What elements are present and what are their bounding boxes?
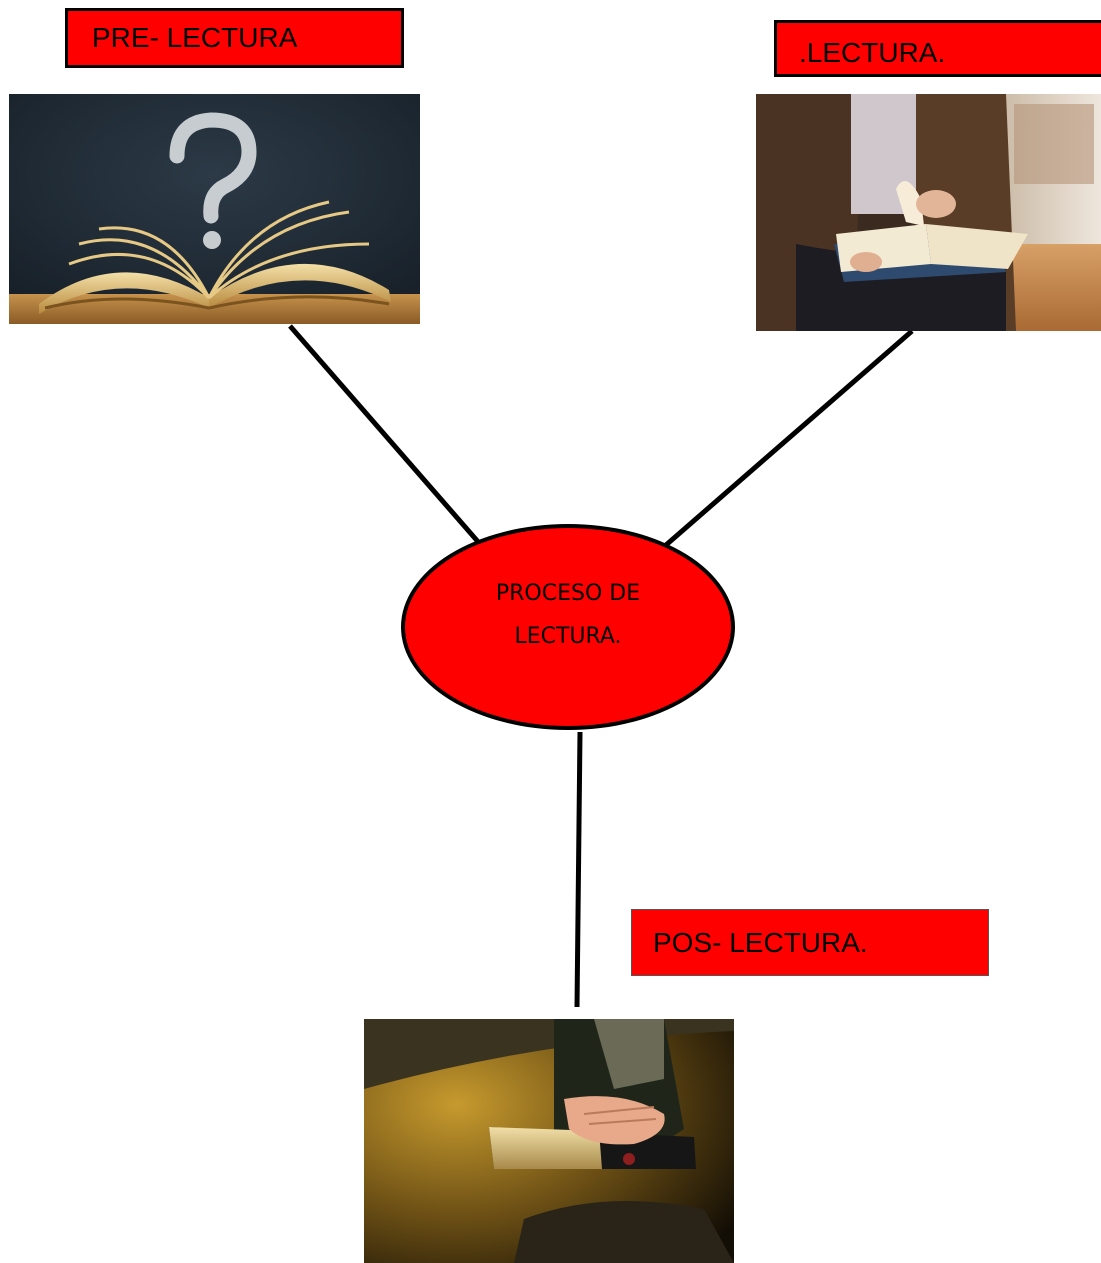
pre-lectura-text: PRE- LECTURA xyxy=(92,22,298,53)
proceso-de-lectura-node xyxy=(401,524,735,730)
lectura-label: .LECTURA. xyxy=(774,20,1101,77)
connector-pos-lectura xyxy=(574,731,583,1008)
connector-lectura xyxy=(664,329,914,547)
lectura-text: .LECTURA. xyxy=(799,36,946,68)
connector-pre-lectura xyxy=(288,324,482,546)
hands-on-closed-book-photo xyxy=(364,1019,734,1263)
center-line-2: LECTURA. xyxy=(514,624,622,649)
proceso-de-lectura-text: PROCESO DE LECTURA. xyxy=(450,572,686,658)
open-book-question-mark-photo xyxy=(9,94,420,324)
pre-lectura-label: PRE- LECTURA xyxy=(65,8,404,68)
pos-lectura-text: POS- LECTURA. xyxy=(653,926,868,958)
pos-lectura-label: POS- LECTURA. xyxy=(631,909,989,976)
center-line-1: PROCESO DE xyxy=(495,581,641,606)
person-reading-book-photo xyxy=(756,94,1101,331)
